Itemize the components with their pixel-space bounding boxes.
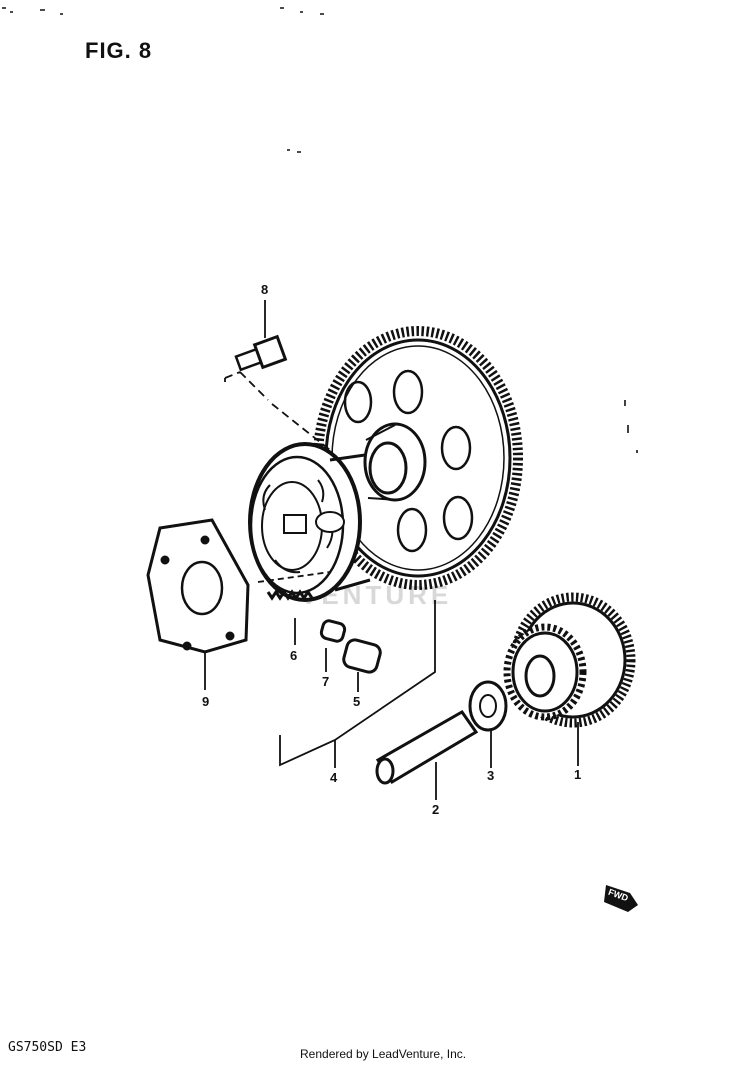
shaft <box>375 710 479 785</box>
cap-and-roller <box>319 619 382 674</box>
callout-5: 5 <box>353 694 361 709</box>
callout-8: 8 <box>261 282 269 297</box>
callout-9: 9 <box>202 694 210 709</box>
callout-3: 3 <box>487 768 495 783</box>
clutch-plate <box>146 518 250 654</box>
forward-arrow-icon <box>604 885 638 912</box>
driven-gear <box>313 326 523 590</box>
callout-4: 4 <box>330 770 338 785</box>
clutch-body <box>248 442 371 602</box>
callout-6: 6 <box>290 648 298 663</box>
render-credit: Rendered by LeadVenture, Inc. <box>300 1047 467 1061</box>
callout-7: 7 <box>322 674 330 689</box>
spring <box>266 589 314 601</box>
figure-title: FIG. 8 <box>85 38 153 63</box>
washer <box>468 680 508 732</box>
model-code: GS750SD E3 <box>8 1040 87 1055</box>
callout-1: 1 <box>574 767 582 782</box>
idle-gear <box>503 592 636 728</box>
bolt <box>234 334 288 372</box>
callout-2: 2 <box>432 802 440 817</box>
